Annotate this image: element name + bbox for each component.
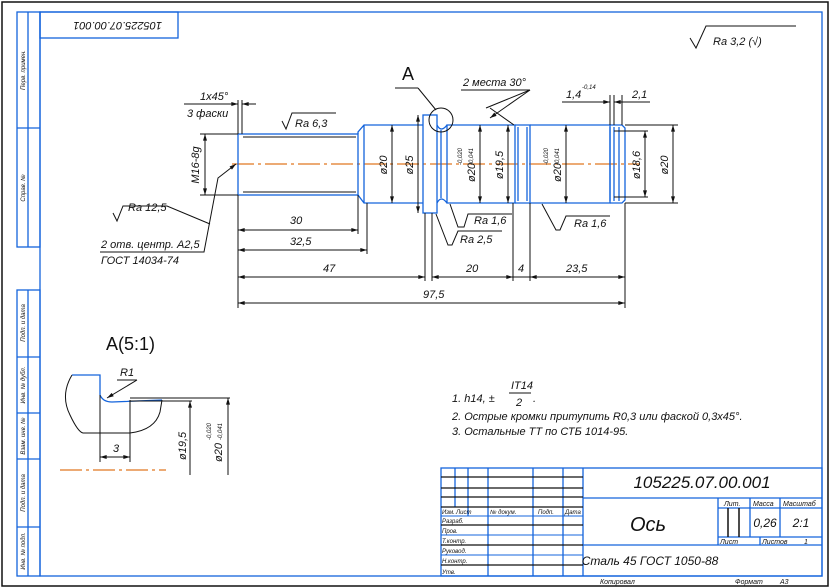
format-value: A3: [779, 579, 789, 586]
stamp-designation: 105225.07.00.001: [73, 19, 162, 31]
dim-4: 4: [518, 263, 524, 275]
dim-d19-5: ø19,5: [494, 150, 506, 179]
detail-d20: ø20: [213, 442, 225, 462]
detail-view-a: A(5:1) 3 R1 ø19,5 ø20 -0,020 -0,041: [60, 334, 230, 475]
center-holes-note: 2 отв. центр. A2,5: [100, 239, 201, 251]
dim-d20-tol-2: ø20: [552, 162, 564, 182]
col-izm: Изм.: [442, 510, 455, 516]
chamfer-size: 1x45°: [200, 91, 229, 103]
tol-upper: -0,020: [544, 147, 550, 165]
note-1-denominator: 2: [515, 397, 522, 409]
col-doc: № докум.: [490, 509, 516, 516]
side-label: Перв. примен.: [21, 50, 27, 90]
material: Сталь 45 ГОСТ 1050-88: [582, 554, 719, 568]
copied-label: Копировал: [600, 579, 635, 586]
dim-d20: ø20: [378, 155, 390, 175]
ra-shoulder: Ra 2,5: [460, 234, 493, 246]
grooves-note: 2 места 30°: [462, 77, 527, 89]
view-label: A: [402, 64, 414, 84]
title-block: 105225.07.00.001 Ось Сталь 45 ГОСТ 1050-…: [440, 467, 823, 586]
thread-section: [237, 133, 359, 196]
shaft-outline: A: [237, 64, 626, 214]
col-sign: Подп.: [538, 510, 554, 516]
side-label: Подп. и дата: [21, 474, 27, 512]
side-strip: Перв. примен. Справ. № Подп. и дата Инв.…: [16, 11, 41, 577]
detail-dim-3: 3: [113, 443, 120, 455]
detail-radius: R1: [120, 367, 134, 379]
side-label: Инв. № дубл.: [20, 367, 27, 404]
lit-label: Лит.: [723, 501, 740, 508]
side-label: Инв. № подл.: [20, 532, 27, 569]
roughness-symbol-icon: [112, 205, 211, 225]
note-1-suffix: .: [533, 393, 536, 405]
role-label: Утв.: [441, 570, 456, 576]
dim-d20-tol: ø20: [466, 162, 478, 182]
dim-1-4: 1,4: [566, 89, 581, 101]
format-label: Формат: [735, 579, 763, 586]
note-2: 2. Острые кромки притупить R0,3 или фаск…: [451, 411, 743, 423]
tol-lower: -0,041: [469, 148, 475, 165]
technical-notes: 1. h14, ± IT14 2 . 2. Острые кромки прит…: [451, 380, 743, 438]
part-name: Ось: [630, 514, 666, 536]
dim-2-1: 2,1: [631, 89, 647, 101]
left-annotations: 1x45° 3 фаски Ra 6,3 Ra 12,5 2 отв. цент…: [100, 91, 610, 267]
detail-tol-lower: -0,041: [218, 423, 224, 440]
dim-32-5: 32,5: [290, 236, 312, 248]
role-label: Разраб.: [442, 519, 464, 525]
diameter-dimensions: ø20 ø25 ø20 -0,020 -0,041 ø19,5 ø20 -0,0…: [190, 114, 678, 213]
tol-upper: -0,020: [458, 147, 464, 165]
ra-journal-2: Ra 1,6: [574, 218, 607, 230]
dim-d25: ø25: [404, 155, 416, 175]
dim-23-5: 23,5: [565, 263, 588, 275]
scale-label: Масштаб: [783, 500, 817, 508]
mass-value: 0,26: [753, 516, 777, 530]
dim-47: 47: [323, 263, 336, 275]
ra-end: Ra 12,5: [128, 202, 167, 214]
ra-journal-1: Ra 1,6: [474, 215, 507, 227]
detail-title: A(5:1): [106, 334, 155, 354]
role-label: Н.контр.: [442, 559, 467, 565]
dim-d20-end: ø20: [659, 155, 671, 175]
detail-d19-5: ø19,5: [177, 431, 189, 460]
dim-1-4-tol: -0,14: [582, 85, 596, 91]
groove-dimensions: 1,4 -0,14 2,1 2 места 30°: [461, 77, 650, 126]
sheets-label: Листов: [761, 539, 788, 546]
dim-30: 30: [290, 215, 303, 227]
tol-lower: -0,041: [555, 148, 561, 165]
side-label: Справ. №: [20, 174, 27, 202]
col-date: Дата: [564, 510, 581, 516]
dim-97-5: 97,5: [423, 289, 445, 301]
ra-thread: Ra 6,3: [295, 118, 328, 130]
center-holes-std: ГОСТ 14034-74: [101, 255, 179, 267]
detail-tol-upper: -0,020: [207, 422, 213, 440]
general-roughness: Ra 3,2 (√): [689, 25, 796, 50]
role-label: Пров.: [442, 529, 458, 535]
side-label: Взам. инв. №: [20, 417, 27, 455]
note-3: 3. Остальные ТТ по СТБ 1014-95.: [452, 426, 628, 438]
col-list: Лист: [455, 510, 471, 516]
mass-label: Масса: [753, 501, 774, 508]
roughness-symbol-icon: [689, 25, 796, 50]
top-stamp: 105225.07.00.001: [39, 11, 179, 39]
roughness-symbol-icon: [281, 112, 336, 131]
length-dimensions: 30 32,5 47 20 4 23,5 97,5: [237, 195, 626, 308]
thread-spec: M16-8g: [190, 145, 202, 183]
note-1: 1. h14, ±: [452, 393, 495, 405]
detail-a-circle: [428, 107, 454, 133]
sheet-label: Лист: [719, 539, 738, 546]
dim-d18-6: ø18,6: [631, 150, 643, 179]
side-label: Подп. и дата: [21, 304, 27, 342]
dim-20: 20: [465, 263, 479, 275]
note-1-numerator: IT14: [511, 380, 533, 392]
role-label: Руковод.: [442, 549, 467, 555]
designation: 105225.07.00.001: [633, 473, 770, 492]
role-label: Т.контр.: [442, 539, 466, 545]
general-roughness-text: Ra 3,2 (√): [713, 36, 762, 48]
chamfer-count: 3 фаски: [187, 108, 228, 120]
scale-value: 2:1: [792, 516, 810, 530]
sheets-value: 1: [804, 539, 808, 546]
